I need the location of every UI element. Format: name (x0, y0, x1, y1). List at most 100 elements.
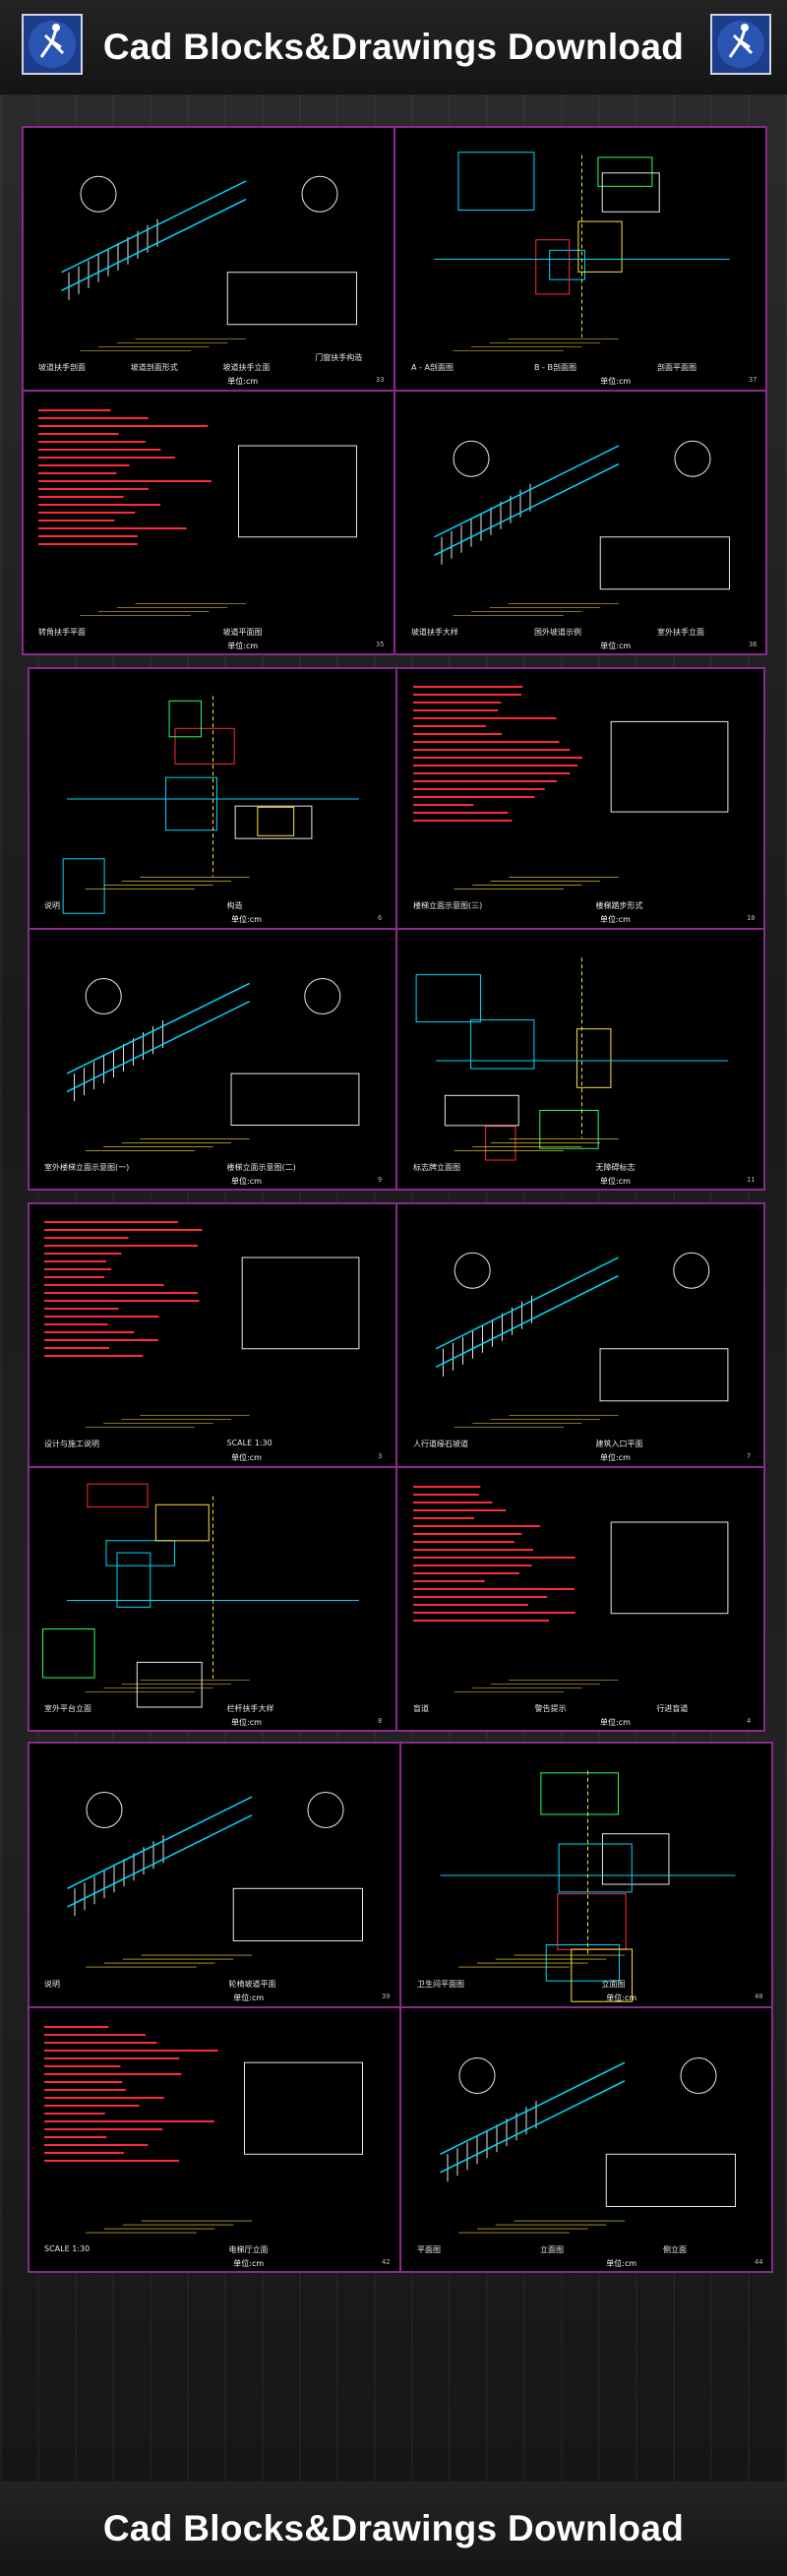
page-number: 44 (755, 2258, 763, 2266)
scale-label: 单位:cm (600, 1177, 631, 1186)
page-number: 36 (749, 641, 757, 648)
cad-drawing (435, 1252, 729, 1428)
sheet-divider (28, 928, 765, 930)
cad-drawing (413, 686, 729, 889)
drawing-caption: 设计与施工说明 (44, 1440, 99, 1448)
drawing-caption: 门窗扶手构造 (315, 353, 363, 362)
page-number: 37 (749, 376, 757, 384)
page-number: 7 (747, 1452, 752, 1460)
drawing-caption: 楼梯踏步形式 (595, 901, 643, 910)
drawing-caption: 说明 (44, 1980, 60, 1989)
cad-drawing (434, 440, 730, 616)
drawing-caption: 剖面平面图 (657, 363, 696, 372)
page-number: 3 (378, 1452, 383, 1460)
banner-title: Cad Blocks&Drawings Download (102, 27, 685, 67)
scale-label: 单位:cm (231, 1453, 262, 1462)
drawing-panel (30, 932, 395, 1190)
sheet-divider (28, 2006, 773, 2008)
drawing-caption: 楼梯立面示意图(三) (413, 901, 483, 910)
drawing-caption: 立面图 (601, 1980, 626, 1989)
page-number: 35 (376, 641, 385, 648)
drawing-caption: B - B剖面图 (534, 363, 576, 372)
drawing-caption: 坡道扶手剖面 (38, 363, 86, 372)
drawing-panel (403, 2010, 772, 2272)
drawing-caption: 标志牌立面图 (413, 1163, 460, 1172)
archer-logo-icon (22, 14, 83, 75)
top-banner: Cad Blocks&Drawings Download (0, 0, 787, 94)
page-number: 4 (747, 1717, 752, 1725)
page-number: 39 (382, 1993, 391, 2000)
scale-label: 单位:cm (600, 377, 632, 386)
sheet-divider (28, 1466, 765, 1468)
drawing-caption: 卫生间平面图 (417, 1980, 464, 1989)
drawing-caption: 无障碍标志 (595, 1163, 636, 1172)
page-number: 6 (378, 914, 383, 922)
banner-title: Cad Blocks&Drawings Download (102, 2508, 685, 2548)
drawing-caption: 转角扶手平面 (38, 628, 86, 637)
drawing-caption: 室外楼梯立面示意图(一) (44, 1163, 130, 1172)
drawing-panel (399, 1205, 764, 1466)
drawing-caption: 坡道扶手大样 (411, 628, 458, 637)
drawing-caption: 轮椅坡道平面 (228, 1980, 276, 1989)
drawing-caption: 人行道缘石坡道 (413, 1440, 468, 1448)
scale-label: 单位:cm (231, 1718, 262, 1727)
cad-drawing (440, 2057, 736, 2234)
cad-drawing (67, 1792, 363, 1968)
cad-drawing (44, 1221, 360, 1428)
page-number: 10 (747, 914, 756, 922)
drawing-caption: 盲道 (413, 1704, 429, 1713)
bottom-banner: Cad Blocks&Drawings Download (0, 2482, 787, 2576)
scale-label: 单位:cm (227, 642, 259, 650)
drawing-panel (25, 129, 394, 390)
page-number: 33 (376, 376, 385, 384)
scale-label: 单位:cm (606, 1993, 637, 2002)
drawing-panel (30, 670, 395, 928)
drawing-panel (403, 1745, 772, 2006)
cad-drawing (434, 152, 730, 351)
drawing-caption: 平面图 (417, 2245, 441, 2254)
scale-label: 单位:cm (227, 377, 259, 386)
scale-label: 单位:cm (233, 2259, 265, 2268)
drawing-caption: 电梯厅立面 (228, 2245, 269, 2254)
drawing-caption: 楼梯立面示意图(二) (226, 1163, 296, 1172)
drawing-caption: SCALE 1:30 (44, 2244, 91, 2253)
scale-label: 单位:cm (231, 915, 262, 924)
page-number: 8 (378, 1717, 383, 1725)
page-number: 11 (747, 1176, 756, 1184)
drawing-panel (30, 1205, 395, 1466)
cad-drawing (62, 696, 359, 914)
drawing-panel (397, 129, 766, 390)
scale-label: 单位:cm (231, 1177, 262, 1186)
drawing-caption: 立面图 (540, 2245, 564, 2254)
drawing-panel (30, 2010, 399, 2272)
drawing-panel (397, 394, 766, 654)
page-number: 9 (378, 1176, 383, 1184)
drawing-caption: 说明 (44, 901, 60, 910)
drawing-caption: 建筑入口平面 (595, 1440, 643, 1448)
drawing-caption: 构造 (226, 901, 243, 910)
drawing-caption: 国外坡道示例 (534, 628, 581, 637)
scale-label: 单位:cm (606, 2259, 637, 2268)
scale-label: 单位:cm (600, 1453, 631, 1462)
drawing-caption: 室外扶手立面 (657, 628, 704, 637)
scale-label: 单位:cm (600, 1718, 631, 1727)
cad-drawing (66, 978, 360, 1151)
drawing-caption: A - A剖面图 (411, 363, 454, 372)
cad-drawing (38, 409, 357, 616)
page-number: 40 (755, 1993, 763, 2000)
cad-drawing (44, 2026, 363, 2234)
sheet-divider (22, 390, 767, 392)
scale-label: 单位:cm (233, 1993, 265, 2002)
cad-drawing (41, 1483, 359, 1708)
drawing-panel (399, 670, 764, 928)
cad-drawing (440, 1770, 736, 2002)
drawing-panel (25, 394, 394, 654)
drawing-panel (30, 1745, 399, 2006)
drawing-caption: 警告提示 (534, 1704, 567, 1713)
scale-label: 单位:cm (600, 642, 632, 650)
scale-label: 单位:cm (600, 915, 631, 924)
page-number: 42 (382, 2258, 391, 2266)
drawing-panel (399, 1470, 764, 1731)
drawing-panel (399, 932, 764, 1190)
drawing-caption: 坡道剖面形式 (130, 363, 178, 372)
